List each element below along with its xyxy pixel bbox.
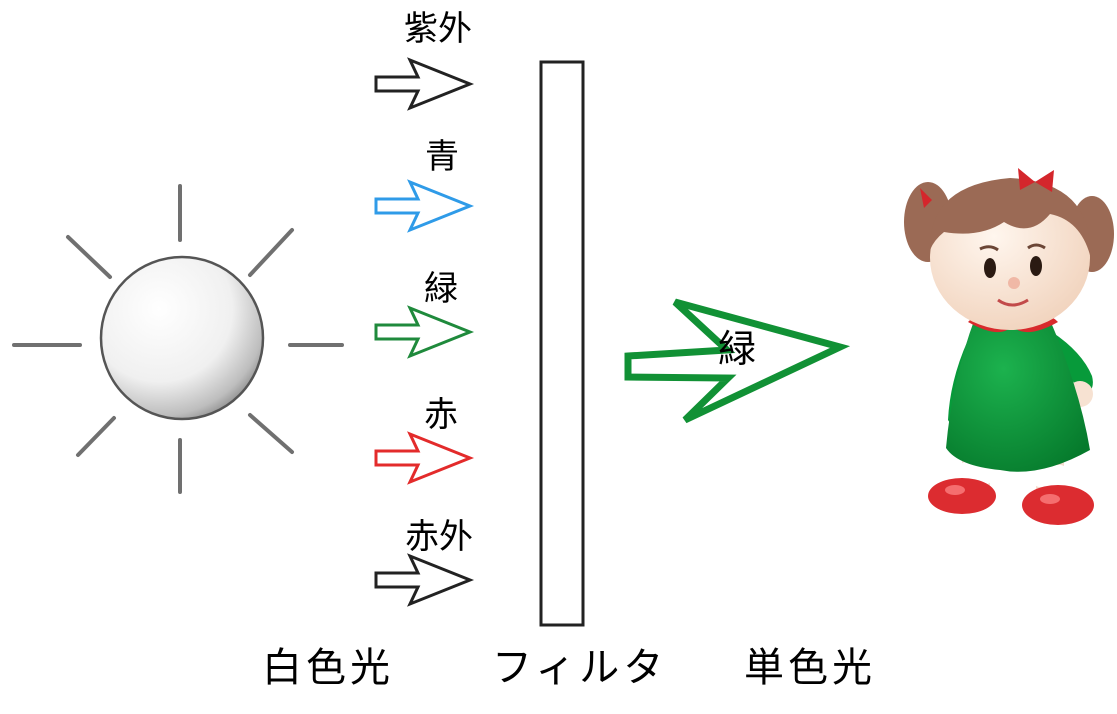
caption-filter: フィルタ [492, 645, 668, 691]
ray-label-green: 緑 [424, 269, 458, 309]
ray-label-red: 赤 [424, 395, 458, 435]
ray-label-ultraviolet: 紫外 [404, 9, 472, 49]
ray-label-blue: 青 [425, 137, 459, 177]
caption-white-light: 白色光 [262, 645, 394, 691]
output-arrow [624, 298, 851, 424]
output-label: 緑 [718, 327, 757, 371]
girl-figure-icon [904, 168, 1114, 525]
ray-arrow-blue [374, 179, 475, 233]
filter-bar [539, 60, 585, 627]
ray-arrow-green [374, 305, 475, 359]
ray-arrow-ultraviolet [374, 57, 475, 111]
ray-label-infrared: 赤外 [405, 517, 473, 557]
input-rays [374, 57, 475, 607]
sun-icon [12, 184, 344, 494]
caption-monochrome-light: 単色光 [744, 645, 876, 691]
ray-arrow-red [374, 431, 475, 485]
ray-arrow-infrared [374, 553, 475, 607]
